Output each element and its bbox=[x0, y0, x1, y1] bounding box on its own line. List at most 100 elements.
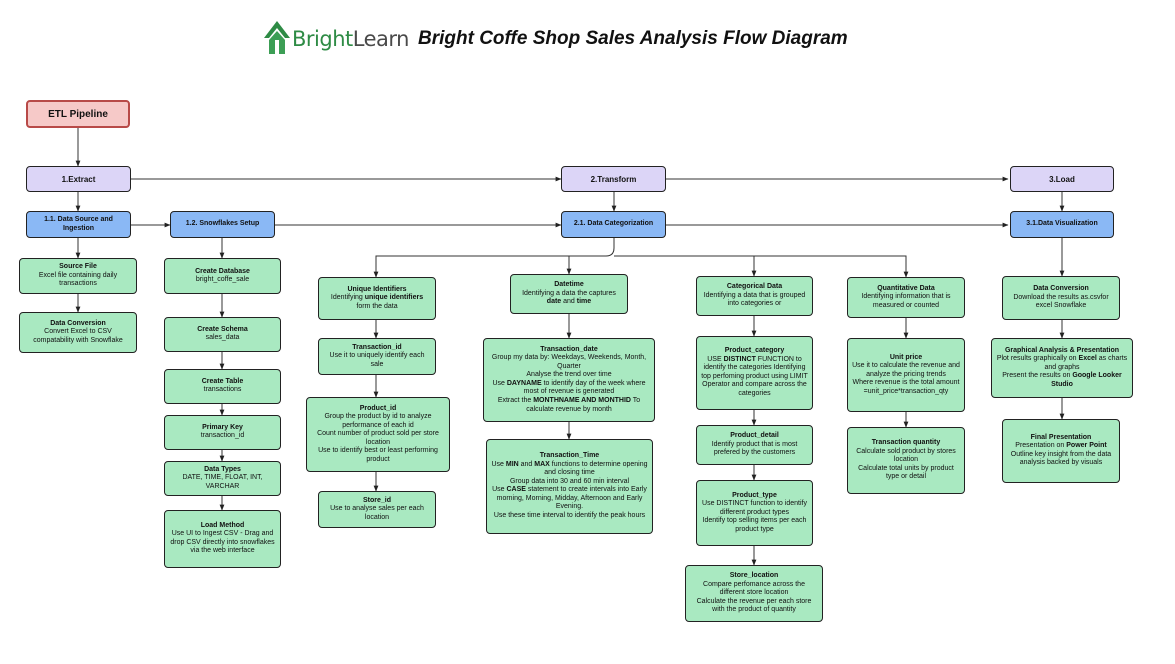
node-desc: Group my data by: Weekdays, Weekends, Mo… bbox=[491, 354, 647, 413]
sub-data-visualization: 3.1.Data Visualization bbox=[1010, 211, 1114, 238]
node-categorical-data: Categorical Data Identifying a data that… bbox=[696, 276, 813, 316]
node-desc: sales_data bbox=[205, 334, 240, 342]
node-data-conversion-csv: Data Conversion Convert Excel to CSV com… bbox=[19, 312, 137, 353]
node-title: Store_location bbox=[729, 572, 779, 580]
node-store-id: Store_id Use to analyse sales per each l… bbox=[318, 491, 436, 528]
node-desc: Excel file containing daily transactions bbox=[38, 271, 118, 288]
page-title: Bright Coffe Shop Sales Analysis Flow Di… bbox=[418, 28, 848, 49]
node-product-category: Product_category USE DISTINCT FUNCTION t… bbox=[696, 336, 813, 410]
node-desc: Identifying a data the captures date and… bbox=[522, 289, 616, 306]
node-source-file: Source File Excel file containing daily … bbox=[19, 258, 137, 294]
phase-transform-label: 2.Transform bbox=[590, 174, 637, 184]
node-title: Transaction_id bbox=[352, 343, 402, 351]
node-quantitative-data: Quantitative Data Identifying informatio… bbox=[847, 277, 965, 318]
node-load-method: Load Method Use UI to Ingest CSV - Drag … bbox=[164, 510, 281, 568]
node-transaction-id: Transaction_id Use it to uniquely identi… bbox=[318, 338, 436, 375]
brand-wordmark: BrightLearn bbox=[292, 27, 409, 51]
node-title: Categorical Data bbox=[726, 283, 783, 291]
node-desc: bright_coffe_sale bbox=[195, 275, 250, 283]
node-desc: Use to analyse sales per each location bbox=[330, 505, 424, 521]
node-product-type: Product_type Use DISTINCT function to id… bbox=[696, 480, 813, 546]
node-desc: Convert Excel to CSV compatability with … bbox=[33, 328, 123, 344]
node-desc: Compare perfomance across the different … bbox=[696, 580, 812, 614]
phase-extract-label: 1.Extract bbox=[61, 174, 96, 184]
brand-learn: Learn bbox=[352, 27, 410, 51]
sub-data-source-ingestion: 1.1. Data Source and Ingestion bbox=[26, 211, 131, 238]
sub-snowflakes-setup-label: 1.2. Snowflakes Setup bbox=[185, 220, 260, 228]
node-title: Unique Identifiers bbox=[347, 285, 407, 293]
node-title: Quantitative Data bbox=[877, 284, 935, 292]
node-title: Load Method bbox=[200, 522, 245, 529]
phase-load-label: 3.Load bbox=[1049, 174, 1075, 184]
node-desc: Calculate sold product by stores locatio… bbox=[856, 447, 956, 481]
node-final-presentation: Final Presentation Presentation on Power… bbox=[1002, 419, 1120, 483]
node-title: Transaction_date bbox=[540, 345, 598, 353]
node-primary-key: Primary Key transaction_id bbox=[164, 415, 281, 450]
node-desc: Identifying unique identifiers form the … bbox=[330, 294, 424, 310]
brightlearn-logo-icon bbox=[264, 21, 290, 54]
node-datetime: Datetime Identifying a data the captures… bbox=[510, 274, 628, 314]
node-title: Create Schema bbox=[197, 326, 248, 334]
node-unique-identifiers: Unique Identifiers Identifying unique id… bbox=[318, 277, 436, 320]
phase-load: 3.Load bbox=[1010, 166, 1114, 192]
node-desc: Group the product by id to analyze perfo… bbox=[317, 413, 439, 463]
sub-snowflakes-setup: 1.2. Snowflakes Setup bbox=[170, 211, 275, 238]
node-title: Final Presentation bbox=[1030, 434, 1092, 441]
sub-data-source-ingestion-label: 1.1. Data Source and Ingestion bbox=[44, 215, 113, 232]
phase-transform: 2.Transform bbox=[561, 166, 666, 192]
node-title: Product_category bbox=[724, 347, 785, 355]
node-title: Data Conversion bbox=[50, 319, 106, 327]
brand-bright: Bright bbox=[292, 27, 353, 51]
node-desc: Download the results as.csvfor excel Sno… bbox=[1013, 293, 1109, 310]
node-create-database: Create Database bright_coffe_sale bbox=[164, 258, 281, 294]
node-data-types: Data Types DATE, TIME, FLOAT, INT, VARCH… bbox=[164, 461, 281, 496]
node-title: Store_id bbox=[362, 496, 391, 504]
node-title: Graphical Analysis & Presentation bbox=[1004, 346, 1120, 354]
etl-pipeline-box: ETL Pipeline bbox=[26, 100, 130, 128]
node-create-schema: Create Schema sales_data bbox=[164, 317, 281, 352]
node-title: Datetime bbox=[554, 281, 584, 289]
node-desc: USE DISTINCT FUNCTION to identify the ca… bbox=[701, 355, 808, 397]
node-transaction-date: Transaction_date Group my data by: Weekd… bbox=[483, 338, 655, 422]
node-title: Unit price bbox=[889, 353, 923, 361]
node-data-conversion-results: Data Conversion Download the results as.… bbox=[1002, 276, 1120, 320]
sub-data-categorization-label: 2.1. Data Categorization bbox=[573, 220, 654, 228]
node-create-table: Create Table transactions bbox=[164, 369, 281, 404]
header: BrightLearn Bright Coffe Shop Sales Anal… bbox=[262, 18, 882, 62]
node-desc: Identify product that is most prefered b… bbox=[711, 440, 798, 457]
node-unit-price: Unit price Use it to calculate the reven… bbox=[847, 338, 965, 412]
node-desc: Use it to uniquely identify each sale bbox=[329, 352, 425, 368]
node-desc: Use MIN and MAX functions to determine o… bbox=[491, 460, 648, 520]
node-title: Transaction_Time bbox=[539, 452, 600, 460]
node-transaction-quantity: Transaction quantity Calculate sold prod… bbox=[847, 427, 965, 494]
node-store-location: Store_location Compare perfomance across… bbox=[685, 565, 823, 622]
node-product-detail: Product_detail Identify product that is … bbox=[696, 425, 813, 465]
phase-extract: 1.Extract bbox=[26, 166, 131, 192]
node-desc: Plot results graphically on Excel as cha… bbox=[996, 355, 1128, 388]
node-title: Create Database bbox=[195, 267, 250, 275]
etl-pipeline-label: ETL Pipeline bbox=[48, 108, 108, 120]
sub-data-categorization: 2.1. Data Categorization bbox=[561, 211, 666, 238]
node-title: Product_type bbox=[732, 491, 777, 499]
node-desc: Use it to calculate the revenue and anal… bbox=[852, 362, 960, 395]
node-title: Product_detail bbox=[730, 432, 779, 440]
node-transaction-time: Transaction_Time Use MIN and MAX functio… bbox=[486, 439, 653, 534]
node-desc: transaction_id bbox=[200, 432, 245, 440]
sub-data-visualization-label: 3.1.Data Visualization bbox=[1026, 220, 1098, 228]
node-title: Source File bbox=[59, 263, 97, 271]
node-title: Data Types bbox=[204, 465, 241, 473]
node-title: Product_id bbox=[359, 404, 397, 412]
node-product-id: Product_id Group the product by id to an… bbox=[306, 397, 450, 472]
node-desc: Identifying information that is measured… bbox=[861, 293, 951, 309]
node-graphical-analysis: Graphical Analysis & Presentation Plot r… bbox=[991, 338, 1133, 398]
node-desc: Identifying a data that is grouped into … bbox=[703, 291, 806, 308]
node-title: Primary Key bbox=[202, 424, 243, 432]
node-desc: Use UI to Ingest CSV - Drag and drop CSV… bbox=[170, 530, 275, 555]
node-desc: Use DISTINCT function to identify differ… bbox=[702, 500, 807, 533]
node-title: Create Table bbox=[201, 378, 244, 386]
node-desc: DATE, TIME, FLOAT, INT, VARCHAR bbox=[182, 474, 263, 490]
node-desc: transactions bbox=[203, 386, 242, 394]
node-title: Data Conversion bbox=[1033, 285, 1089, 293]
